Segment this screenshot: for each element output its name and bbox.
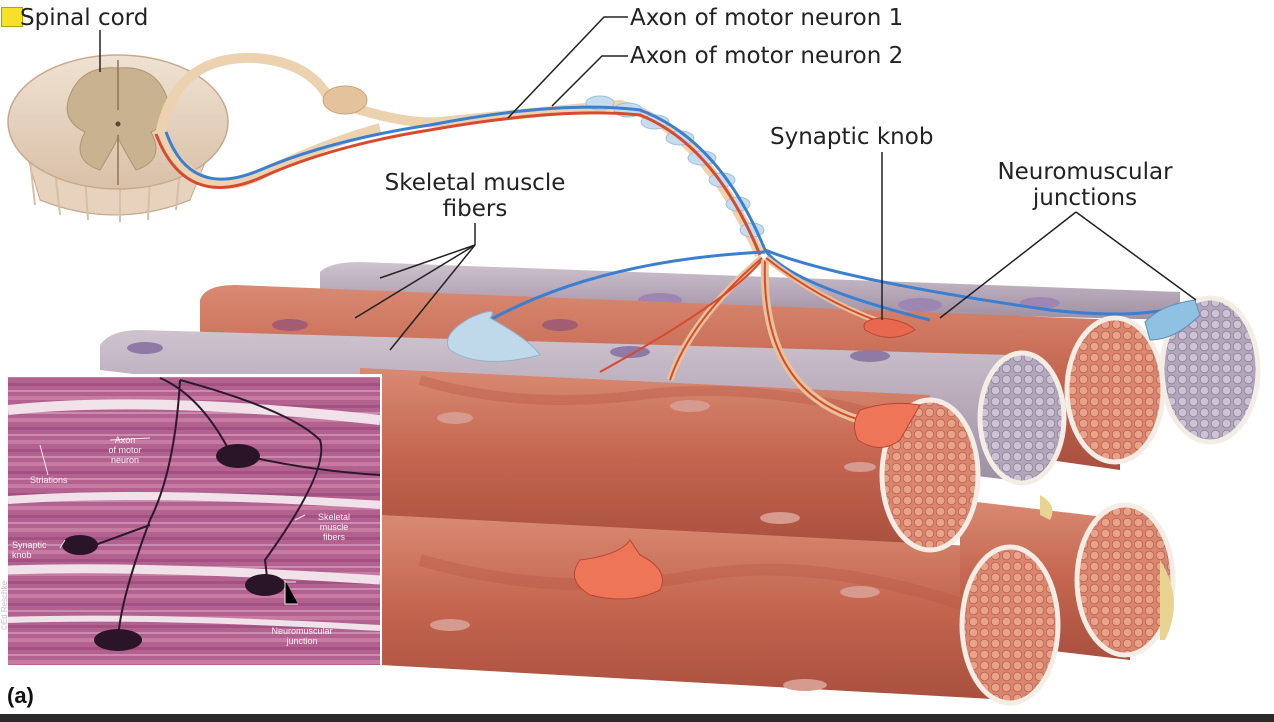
micro-label-axon: Axon of motor neuron xyxy=(102,435,148,465)
label-skeletal-muscle-fibers: Skeletal muscle fibers xyxy=(340,170,610,222)
muscle-fiber-back xyxy=(320,262,1180,320)
micro-label-neuromuscular-junction: Neuromuscular junction xyxy=(262,626,342,646)
micro-nmj-l2: junction xyxy=(286,636,318,646)
comment-note-icon[interactable] xyxy=(1,7,23,27)
micro-skm-l1: Skeletal xyxy=(317,512,351,522)
figure-part-label: (a) xyxy=(7,683,34,708)
micro-label-synaptic-knob: Synaptic knob xyxy=(12,540,47,560)
label-neuromuscular-junctions: Neuromuscular junctions xyxy=(960,159,1210,211)
micro-axon-l1: Axon xyxy=(114,435,136,445)
micro-knob-l1: Synaptic xyxy=(12,540,47,550)
label-nmj-line2: junctions xyxy=(1032,185,1138,211)
synaptic-knobs xyxy=(447,299,1201,600)
label-skm-line2: fibers xyxy=(442,196,508,222)
muscle-fiber-front-lower xyxy=(380,512,1010,700)
label-axon-motor-neuron-2: Axon of motor neuron 2 xyxy=(630,43,904,69)
micro-label-striations: Striations xyxy=(30,475,68,485)
label-synaptic-knob: Synaptic knob xyxy=(770,124,934,150)
axons xyxy=(154,105,1186,424)
label-axon-motor-neuron-1: Axon of motor neuron 1 xyxy=(630,5,904,31)
micro-skm-l2: muscle xyxy=(319,522,349,532)
micro-knob-l2: knob xyxy=(12,550,32,560)
label-nmj-line1: Neuromuscular xyxy=(997,159,1173,185)
nerve-trunk xyxy=(155,52,765,258)
micro-skm-l3: fibers xyxy=(322,532,345,542)
micro-axon-l3: neuron xyxy=(110,455,140,465)
photo-credit: ©Ed Reschke xyxy=(0,580,9,630)
micro-label-skeletal-muscle-fibers: Skeletal muscle fibers xyxy=(312,512,356,542)
micrograph-inset xyxy=(4,374,382,668)
spinal-cord xyxy=(7,54,229,222)
label-spinal-cord: Spinal cord xyxy=(20,5,149,31)
micro-axon-l2: of motor xyxy=(108,445,142,455)
fiber-ends xyxy=(879,295,1261,706)
bottom-bar xyxy=(0,714,1274,722)
leader-lines xyxy=(99,16,1197,351)
micro-nmj-l1: Neuromuscular xyxy=(271,626,333,636)
label-skm-line1: Skeletal muscle xyxy=(384,170,566,196)
